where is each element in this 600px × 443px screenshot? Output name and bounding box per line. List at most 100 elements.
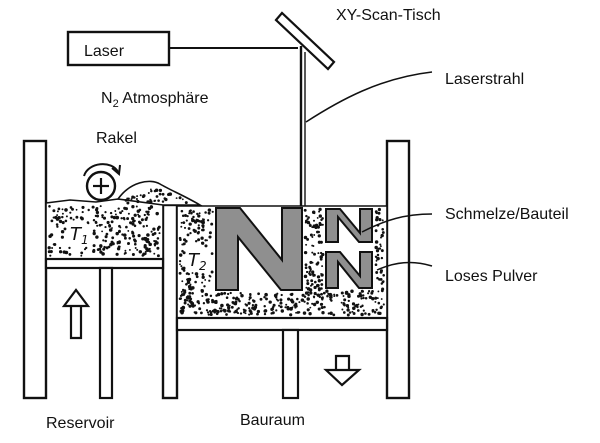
powder-particle (257, 292, 260, 296)
powder-particle (314, 224, 317, 227)
powder-particle (131, 219, 135, 223)
powder-particle (153, 189, 157, 193)
reservoir-left-wall (22, 139, 48, 400)
powder-particle (150, 205, 153, 208)
powder-particle (184, 201, 188, 205)
powder-particle (123, 252, 126, 255)
powder-particle (143, 213, 146, 217)
powder-particle (201, 273, 205, 276)
powder-particle (111, 242, 115, 246)
powder-particle (329, 311, 333, 315)
powder-particle (268, 300, 272, 304)
powder-particle (232, 296, 235, 300)
powder-particle (202, 218, 205, 221)
powder-particle (47, 246, 51, 250)
powder-particle (309, 267, 312, 271)
powder-particle (309, 233, 313, 237)
powder-particle (144, 217, 148, 222)
build-piston-plate (175, 316, 389, 332)
powder-particle (373, 310, 377, 314)
powder-particle (374, 210, 378, 214)
powder-particle (68, 252, 72, 256)
powder-particle (108, 228, 113, 232)
powder-particle (234, 300, 238, 303)
powder-particle (381, 228, 385, 231)
powder-particle (319, 293, 322, 296)
powder-particle (377, 207, 381, 212)
powder-particle (149, 198, 152, 202)
powder-particle (196, 212, 199, 216)
powder-particle (321, 265, 324, 268)
melt-part-small-n-bottom (325, 251, 373, 289)
powder-particle (342, 311, 346, 314)
powder-particle (52, 216, 55, 219)
powder-particle (158, 232, 161, 235)
powder-particle (192, 210, 195, 213)
powder-particle (304, 221, 307, 224)
powder-particle (101, 252, 105, 256)
powder-particle (183, 298, 187, 302)
powder-particle (135, 205, 138, 208)
powder-particle (201, 241, 205, 245)
laser-label: Laser (84, 43, 125, 60)
powder-particle (247, 301, 251, 305)
powder-particle (263, 304, 266, 308)
powder-particle (156, 246, 160, 250)
powder-particle (129, 221, 133, 225)
powder-particle (321, 252, 325, 257)
powder-particle (64, 219, 68, 223)
powder-particle (287, 297, 291, 301)
powder-particle (167, 192, 171, 196)
powder-particle (347, 299, 350, 303)
powder-particle (208, 274, 211, 277)
powder-particle (49, 233, 54, 237)
powder-particle (340, 301, 343, 304)
powder-particle (110, 220, 114, 224)
powder-particle (316, 275, 321, 279)
powder-particle (96, 224, 99, 227)
loose-powder-pointer (376, 261, 433, 271)
powder-particle (356, 309, 360, 312)
middle-wall (161, 203, 179, 400)
powder-particle (313, 212, 316, 215)
powder-particle (181, 267, 185, 271)
powder-particle (148, 250, 152, 253)
powder-particle (265, 297, 268, 301)
powder-particle (161, 200, 165, 203)
powder-particle (320, 273, 324, 277)
powder-particle (111, 236, 115, 240)
powder-particle (374, 229, 378, 233)
powder-particle (192, 228, 196, 232)
powder-particle (347, 294, 351, 299)
powder-particle (320, 302, 324, 306)
powder-particle (131, 252, 135, 257)
powder-particle (75, 208, 78, 211)
powder-particle (116, 241, 119, 244)
atmosphere-rest: Atmosphäre (119, 90, 209, 107)
powder-particle (321, 311, 325, 315)
powder-particle (189, 283, 192, 286)
powder-particle (180, 265, 183, 268)
powder-particle (313, 252, 316, 256)
powder-particle (320, 279, 324, 282)
powder-particle (182, 251, 186, 255)
powder-particle (198, 212, 201, 215)
powder-particle (146, 210, 150, 214)
powder-particle (58, 246, 62, 250)
powder-particle (92, 249, 96, 254)
powder-particle (185, 282, 188, 286)
powder-particle (361, 290, 365, 293)
powder-particle (248, 307, 251, 310)
powder-particle (317, 240, 322, 244)
powder-particle (132, 234, 136, 238)
powder-particle (377, 247, 380, 250)
powder-particle (197, 238, 201, 242)
powder-particle (126, 241, 131, 246)
powder-particle (320, 283, 324, 286)
powder-particle (348, 311, 352, 314)
powder-particle (191, 272, 194, 274)
powder-particle (256, 312, 259, 316)
powder-particle (206, 311, 210, 314)
powder-particle (137, 234, 141, 238)
powder-particle (95, 235, 99, 239)
